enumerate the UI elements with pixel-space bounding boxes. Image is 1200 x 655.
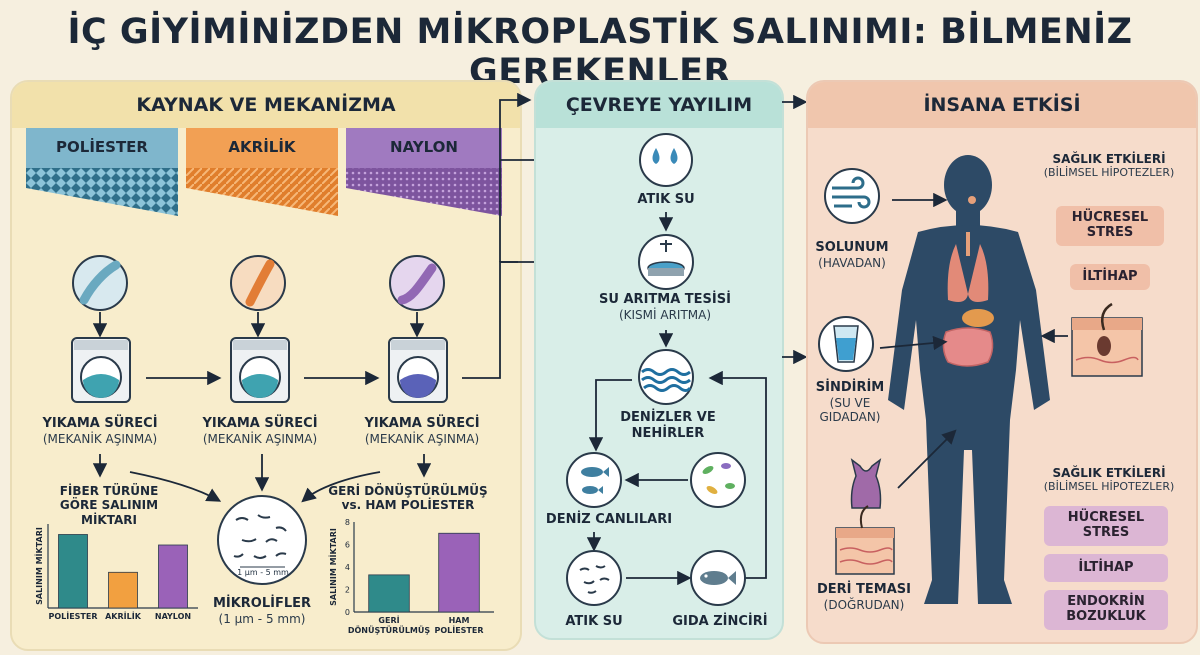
page-title: İÇ GİYİMİNİZDEN MİKROPLASTİK SALINIMI: B…: [67, 12, 1133, 92]
respiration-label: SOLUNUM (HAVADAN): [812, 240, 892, 270]
water-glass-icon: [818, 316, 874, 372]
waste-water-label-2: ATIK SU: [565, 614, 623, 629]
health1-title: SAĞLIK ETKİLERİ: [1052, 152, 1166, 166]
chart-y-tick-label: 6: [345, 541, 350, 550]
waste-water-label: ATIK SU: [637, 192, 695, 207]
washing-label-1: YIKAMA SÜRECİ (MEKANİK AŞINMA): [30, 416, 170, 446]
chart-bar: [438, 532, 480, 613]
health-effects-1: SAĞLIK ETKİLERİ (BİLİMSEL HİPOTEZLER): [1026, 152, 1192, 180]
chart-bar: [158, 544, 188, 609]
respiration-title: SOLUNUM: [815, 240, 889, 255]
health2-subtitle: (BİLİMSEL HİPOTEZLER): [1043, 480, 1175, 494]
treatment-subtitle: (KISMİ ARITMA): [618, 307, 712, 322]
chart-bar: [368, 574, 410, 613]
skin-contact-label: DERİ TEMASI (DOĞRUDAN): [806, 582, 922, 612]
fabric-swatches: [26, 128, 502, 216]
digestion-label: SİNDİRİM (SU VE GIDADAN): [812, 380, 888, 424]
microfiber-scale-label: 1 µm - 5 mm: [237, 568, 289, 577]
health1-item-cellular-stress: HÜCRESEL STRES: [1056, 206, 1164, 246]
chart-category-label: NAYLON: [155, 612, 191, 621]
digestion-subtitle: (SU VE GIDADAN): [819, 395, 881, 424]
chart-y-tick-label: 8: [345, 518, 350, 527]
microfiber-title: MİKROLİFLER (1 µm - 5 mm): [200, 596, 324, 626]
skin-contact-title: DERİ TEMASI: [817, 582, 911, 597]
fiber-icon-polyester: [72, 255, 128, 311]
plankton-icon: [690, 452, 746, 508]
chart1-title: FİBER TÜRÜNE GÖRE SALINIM MİKTARI: [59, 484, 159, 527]
treatment-label: SU ARITMA TESİSİ (KISMİ ARITMA): [580, 292, 750, 322]
microfiber-title-text: MİKROLİFLER: [212, 596, 312, 611]
washing-label-3: YIKAMA SÜRECİ (MEKANİK AŞINMA): [352, 416, 492, 446]
chart-bar: [58, 534, 88, 609]
microplastic-water-icon: [566, 550, 622, 606]
food-chain-fish-icon: [690, 550, 746, 606]
microfiber-icon: [217, 495, 307, 585]
skin-section-icon: [835, 505, 895, 575]
digestion-title: SİNDİRİM: [815, 380, 885, 395]
chart-y-tick-label: 0: [345, 608, 350, 617]
health1-subtitle: (BİLİMSEL HİPOTEZLER): [1043, 166, 1175, 180]
chart-category-label: DÖNÜŞTÜRÜLMÜŞ: [348, 625, 431, 635]
washing-title-3: YIKAMA SÜRECİ: [364, 416, 480, 431]
spread-panel-heading: ÇEVREYE YAYILIM: [536, 82, 782, 128]
washing-subtitle-2: (MEKANİK AŞINMA): [202, 431, 318, 446]
air-icon: [824, 168, 880, 224]
fabric-label-polyester: POLİESTER: [56, 138, 148, 156]
acrylic-swatch: [186, 128, 338, 216]
treatment-plant-icon: [638, 234, 694, 290]
underwear-icon: [838, 458, 892, 510]
chart-category-label: HAM: [449, 616, 470, 625]
chart-y-label: SALINIM MİKTARI: [34, 527, 44, 605]
microfiber-size: (1 µm - 5 mm): [218, 611, 306, 626]
chart-bar: [108, 571, 138, 609]
chart-y-tick-label: 4: [345, 563, 350, 572]
chart-category-label: POLİESTER: [48, 611, 97, 621]
health1-item-inflammation: İLTİHAP: [1070, 264, 1150, 290]
health2-item-endocrine: ENDOKRİN BOZUKLUK: [1044, 590, 1168, 630]
food-chain-label: GIDA ZİNCİRİ: [672, 614, 768, 629]
health-effects-2: SAĞLIK ETKİLERİ (BİLİMSEL HİPOTEZLER): [1026, 466, 1192, 494]
health2-title: SAĞLIK ETKİLERİ: [1052, 466, 1166, 480]
washing-title-2: YIKAMA SÜRECİ: [202, 416, 318, 431]
health2-item-inflammation: İLTİHAP: [1044, 554, 1168, 582]
fabric-label-acrylic: AKRİLİK: [228, 138, 296, 156]
washing-machine-icon-2: [230, 337, 290, 403]
chart-y-tick-label: 2: [345, 586, 350, 595]
chart-category-label: POLİESTER: [434, 625, 483, 635]
chart-category-label: AKRİLİK: [105, 611, 142, 621]
source-panel-heading: KAYNAK VE MEKANİZMA: [12, 82, 520, 128]
fiber-icon-acrylic: [230, 255, 286, 311]
chart-fiber-release: SALINIM MİKTARI POLİESTER AKRİLİK NAYLON: [34, 524, 198, 621]
water-drop-icon: [639, 133, 693, 187]
fiber-icon-nylon: [389, 255, 445, 311]
seas-label: DENİZLER VE NEHİRLER: [620, 410, 716, 441]
washing-machine-icon-1: [71, 337, 131, 403]
human-panel-heading: İNSANA ETKİSİ: [808, 82, 1196, 128]
treatment-title: SU ARITMA TESİSİ: [599, 292, 731, 307]
marine-life-label: DENİZ CANLILARI: [545, 512, 673, 527]
nylon-swatch: [346, 128, 502, 216]
chart-category-label: GERİ: [378, 615, 399, 625]
waves-icon: [638, 349, 694, 405]
skin-contact-subtitle: (DOĞRUDAN): [823, 597, 905, 612]
health2-item-cellular-stress: HÜCRESEL STRES: [1044, 506, 1168, 546]
washing-title-1: YIKAMA SÜRECİ: [42, 416, 158, 431]
washing-machine-icon-3: [388, 337, 448, 403]
fish-icon: [566, 452, 622, 508]
chart-y-label: SALINIM MİKTARI: [328, 528, 338, 606]
washing-label-2: YIKAMA SÜRECİ (MEKANİK AŞINMA): [190, 416, 330, 446]
fabric-label-nylon: NAYLON: [390, 138, 458, 156]
inflammation-skin-icon: [1071, 302, 1143, 377]
human-body-silhouette: [888, 155, 1050, 604]
chart2-title: GERİ DÖNÜŞTÜRÜLMÜŞ vs. HAM POLİESTER: [328, 484, 488, 513]
washing-subtitle-1: (MEKANİK AŞINMA): [42, 431, 158, 446]
respiration-subtitle: (HAVADAN): [818, 255, 886, 270]
polyester-swatch: [26, 128, 178, 216]
washing-subtitle-3: (MEKANİK AŞINMA): [364, 431, 480, 446]
